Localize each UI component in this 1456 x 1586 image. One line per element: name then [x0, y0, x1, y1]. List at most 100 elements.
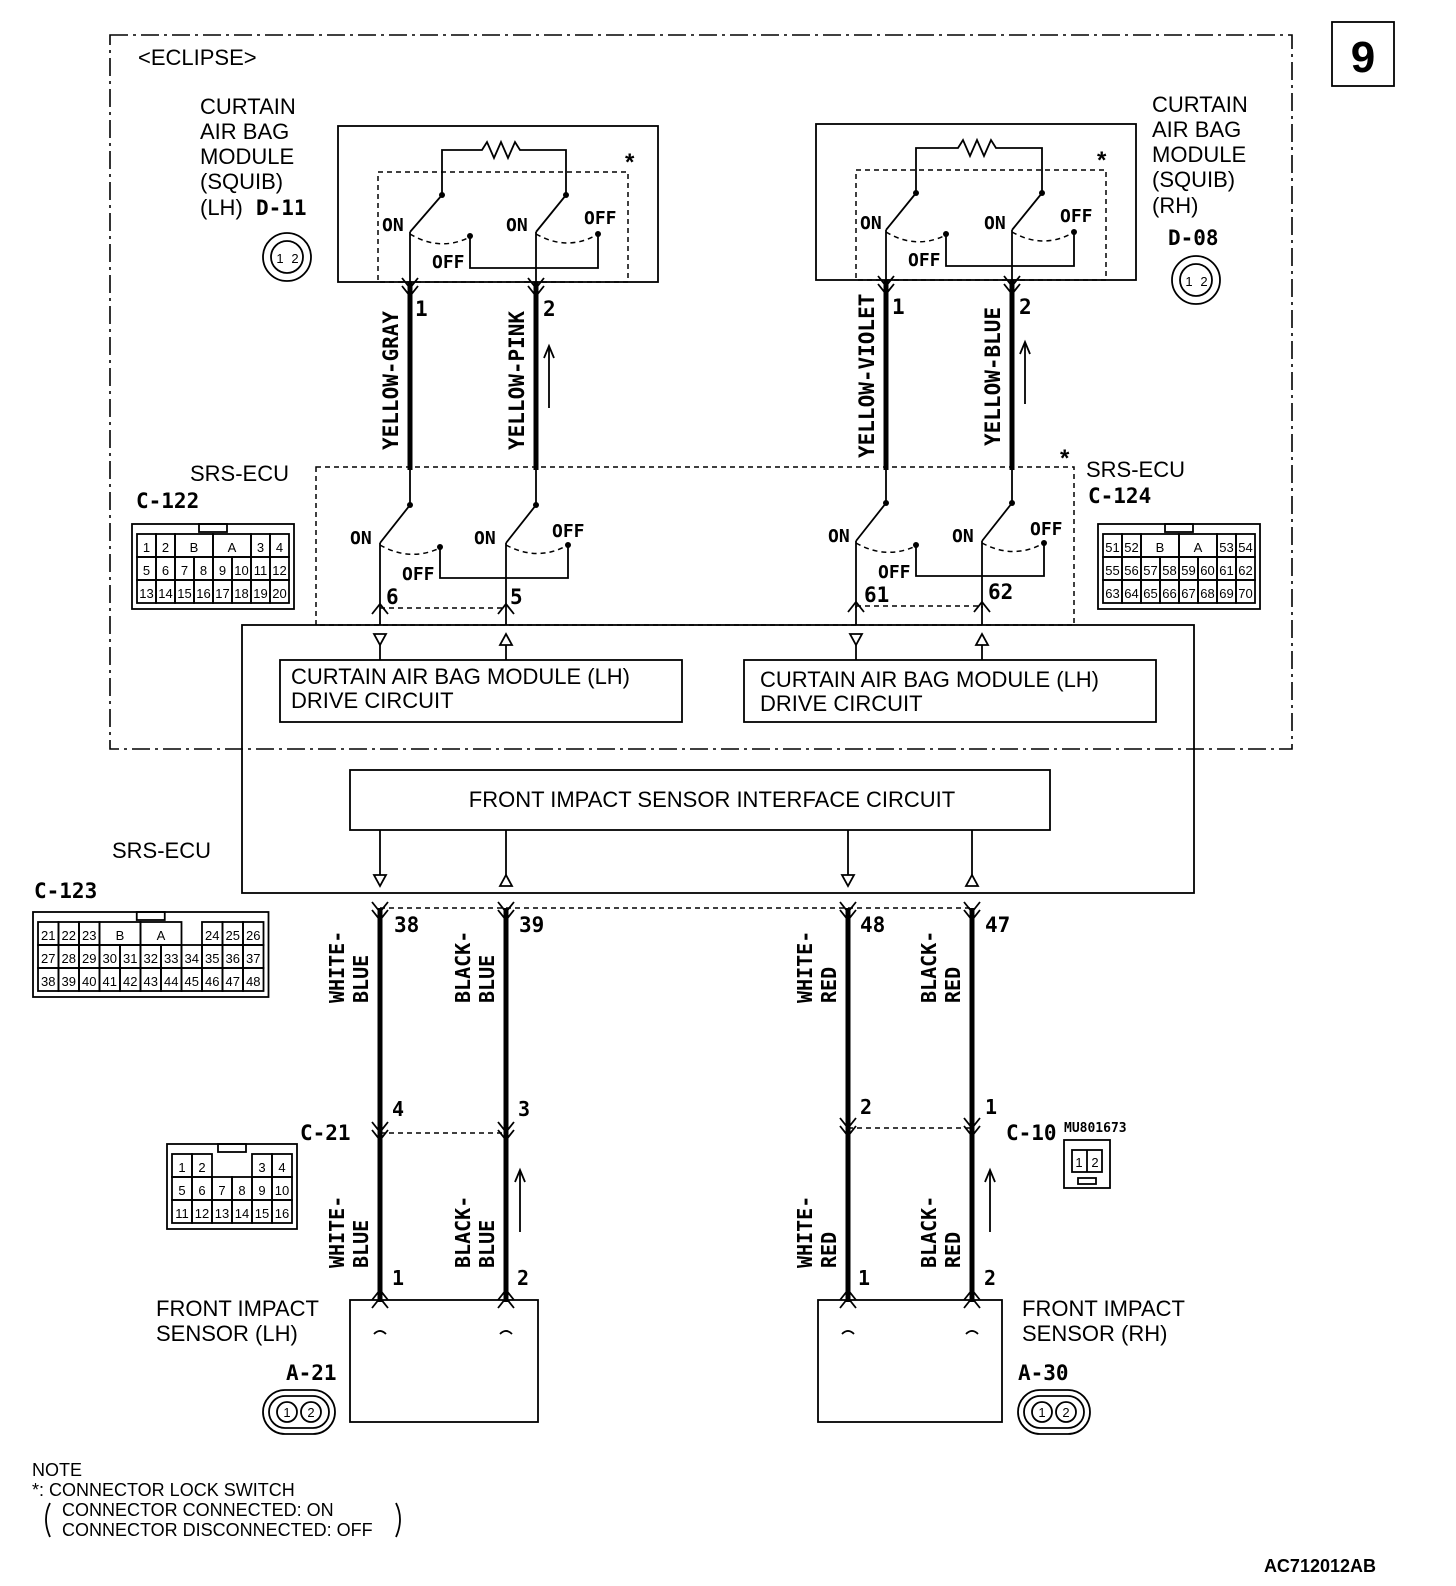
connector-cell-label: 13	[215, 1206, 229, 1221]
sensor-lh-connector: A-21	[286, 1361, 337, 1385]
svg-text:1: 1	[1185, 274, 1192, 289]
svg-text:OFF: OFF	[432, 252, 465, 273]
page-number: 9	[1351, 33, 1375, 82]
sensor-rh-pin2: 2	[984, 1266, 996, 1290]
note-line3: CONNECTOR DISCONNECTED: OFF	[62, 1520, 373, 1540]
svg-text:WHITE-: WHITE-	[325, 1196, 349, 1268]
page-number-box	[1331, 21, 1395, 87]
ecu-pin-39: 39	[519, 913, 544, 937]
connector-cell-label: 44	[164, 974, 178, 989]
connector-d08-icon: 1 2	[1171, 255, 1221, 305]
connector-cell-label: 5	[143, 563, 150, 578]
squib-resistor-lh	[441, 139, 567, 195]
connector-cell-label: 51	[1105, 540, 1119, 555]
svg-text:ON: ON	[984, 213, 1006, 234]
connector-cell-label: 47	[226, 974, 240, 989]
svg-text:ON: ON	[860, 213, 882, 234]
connector-cell-label: 14	[158, 586, 172, 601]
connector-cell-label: 17	[215, 586, 229, 601]
svg-text:BLACK-: BLACK-	[917, 1196, 941, 1268]
svg-text:RED: RED	[941, 1232, 965, 1268]
svg-text:2: 2	[1091, 1155, 1098, 1170]
connector-cell-label: 70	[1238, 586, 1252, 601]
wire-color-yellow-violet: YELLOW-VIOLET	[855, 294, 879, 458]
ecu-lock-switch-area	[315, 466, 1075, 626]
connector-cell-label: 3	[258, 1160, 265, 1175]
svg-text:RED: RED	[817, 967, 841, 1003]
sensor-lh-pin1: 1	[392, 1266, 404, 1290]
svg-text:1: 1	[283, 1405, 290, 1420]
svg-text:2: 2	[1062, 1405, 1069, 1420]
connector-cell-label: 1	[178, 1160, 185, 1175]
svg-text:BLUE: BLUE	[349, 955, 373, 1003]
svg-text:ON: ON	[506, 215, 528, 236]
c21-label: C-21	[300, 1121, 351, 1145]
curtain-module-rh: CURTAIN AIR BAG MODULE (SQUIB) (RH) D-08…	[815, 92, 1248, 305]
connector-cell-label: 66	[1162, 586, 1176, 601]
connector-cell-label: 18	[234, 586, 248, 601]
drive-circuit-left-text: CURTAIN AIR BAG MODULE (LH) DRIVE CIRCUI…	[291, 664, 636, 713]
svg-text:2: 2	[291, 251, 298, 266]
connector-cell-label: 32	[144, 951, 158, 966]
drive-circuit-right-box	[743, 659, 1157, 723]
connector-cell-label: 13	[139, 586, 153, 601]
svg-text:ON: ON	[350, 528, 372, 549]
drive-circuit-right-text: CURTAIN AIR BAG MODULE (LH) DRIVE CIRCUI…	[760, 667, 1105, 716]
connector-cell-label: 23	[82, 928, 96, 943]
connector-cell-label: 30	[103, 951, 117, 966]
figure-id: AC712012AB	[1264, 1556, 1376, 1576]
connector-cell-label: 41	[103, 974, 117, 989]
connector-cell-label: 28	[62, 951, 76, 966]
upper-wire-harness: 1 2 1 2 YELLOW-GRAY YELLOW-PINK YELLOW-V…	[379, 275, 1032, 470]
sensor-lh-pin2: 2	[517, 1266, 529, 1290]
connector-cell-label: A	[228, 540, 237, 555]
connector-cell-label: 40	[82, 974, 96, 989]
connector-cell-label: 53	[1219, 540, 1233, 555]
connector-cell-label: 15	[177, 586, 191, 601]
module-lh-connector: D-11	[256, 196, 307, 220]
module-rh-pin1: 1	[892, 295, 905, 319]
connector-cell-label: 6	[162, 563, 169, 578]
connector-cell-label: 43	[144, 974, 158, 989]
svg-text:OFF: OFF	[878, 562, 911, 583]
module-rh-connector: D-08	[1168, 226, 1219, 250]
connector-cell-label: 54	[1238, 540, 1252, 555]
drive-circuit-left-box	[279, 659, 683, 723]
svg-text:1: 1	[1075, 1155, 1082, 1170]
connector-cell-label: 16	[196, 586, 210, 601]
connector-cell-label: 48	[246, 974, 260, 989]
svg-text:OFF: OFF	[552, 521, 585, 542]
eclipse-boundary	[109, 34, 1293, 750]
svg-text:RED: RED	[817, 1232, 841, 1268]
ecu-pin-38: 38	[394, 913, 419, 937]
front-impact-sensor-lh: FRONT IMPACT SENSOR (LH) A-21 1 2	[156, 1296, 539, 1435]
connector-cell-label: 2	[162, 540, 169, 555]
connector-cell-label: 65	[1143, 586, 1157, 601]
eclipse-label: <ECLIPSE>	[138, 45, 257, 70]
connector-cell-label: 4	[278, 1160, 285, 1175]
svg-text:ON: ON	[474, 528, 496, 549]
sensor-rh-label: FRONT IMPACT SENSOR (RH)	[1022, 1296, 1191, 1346]
ecu-pin-61: 61	[864, 583, 889, 607]
connector-cell-label: B	[116, 928, 125, 943]
connector-cell-label: A	[1194, 540, 1203, 555]
connector-cell-label: 7	[181, 563, 188, 578]
interface-circuit-text: FRONT IMPACT SENSOR INTERFACE CIRCUIT	[469, 787, 955, 812]
srs-ecu-box	[241, 624, 1195, 894]
connector-cell-label: 10	[275, 1183, 289, 1198]
interface-circuit-box	[349, 769, 1051, 831]
connector-cell	[242, 967, 265, 992]
interface-outputs	[372, 830, 980, 888]
module-lh-label: CURTAIN AIR BAG MODULE (SQUIB) (LH)	[200, 94, 302, 220]
ecu-pin-62: 62	[988, 580, 1013, 604]
current-arrow-icon	[984, 1167, 996, 1232]
c10-pin-1: 1	[985, 1095, 997, 1119]
lower-wire-harness: 38 39 48 47 WHITE- BLUE BLACK- BLUE WHIT…	[325, 901, 1010, 1309]
current-arrow-icon	[514, 1167, 526, 1232]
connector-cell-label: 11	[254, 563, 268, 578]
connector-cell-label: 4	[276, 540, 283, 555]
